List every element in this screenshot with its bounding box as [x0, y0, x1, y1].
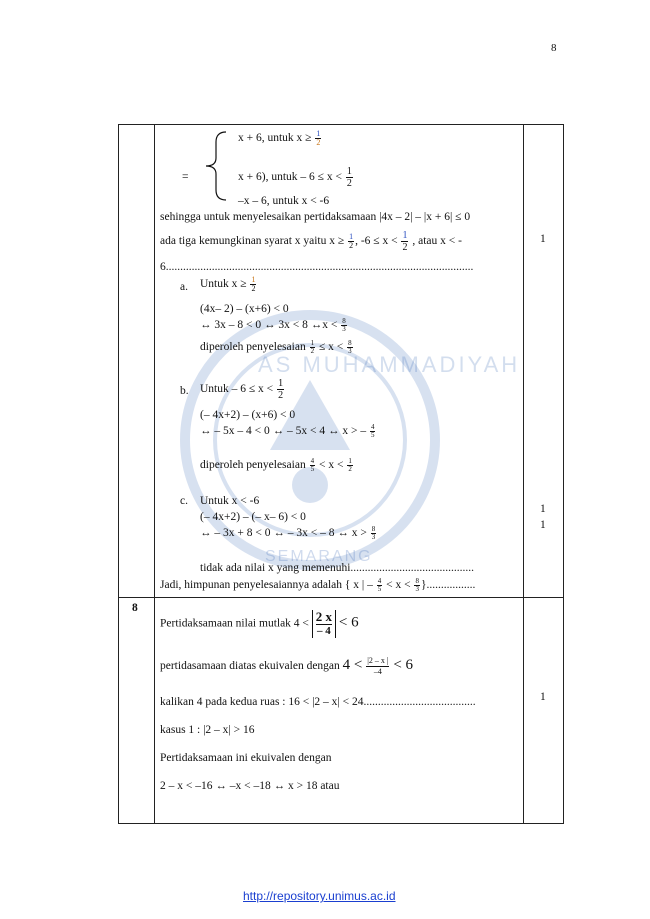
table-col-divider-2 [523, 124, 524, 824]
row2-line-3: kalikan 4 pada kedua ruas : 16 < |2 – x|… [160, 696, 476, 708]
table-border-top [118, 124, 564, 125]
piecewise-case-3: –x – 6, untuk x < -6 [238, 195, 330, 207]
watermark-top-text: AS MUHAMMADIYAH [258, 352, 521, 377]
table-border-left [118, 124, 119, 824]
condition-line: ada tiga kemungkinan syarat x yaitu x ≥ … [160, 230, 462, 253]
case-a-line-1: (4x– 2) – (x+6) < 0 [200, 303, 289, 315]
row2-line-6: 2 – x < –16 ↔ –x < –18 ↔ x > 18 atau [160, 780, 340, 792]
equals-sign: = [182, 171, 189, 183]
case-c-marker: c. [180, 495, 188, 507]
left-brace-icon [205, 131, 227, 201]
score-1: 1 [540, 233, 546, 245]
score-3: 1 [540, 519, 546, 531]
condition-line-cont: 6.......................................… [160, 261, 474, 273]
repository-link[interactable]: http://repository.unimus.ac.id [243, 889, 396, 903]
case-a-marker: a. [180, 281, 188, 293]
row2-line-4: kasus 1 : |2 – x| > 16 [160, 724, 255, 736]
question-number: 8 [132, 602, 138, 614]
conclusion-line: Jadi, himpunan penyelesaiannya adalah { … [160, 577, 476, 593]
page-number: 8 [551, 42, 557, 54]
case-b-marker: b. [180, 385, 189, 397]
case-b-line-1: (– 4x+2) – (x+6) < 0 [200, 409, 296, 421]
row2-line-5: Pertidaksamaan ini ekuivalen dengan [160, 752, 332, 764]
watermark-bottom-text: SEMARANG [265, 548, 373, 565]
table-col-divider-1 [154, 124, 155, 824]
case-c-line-1: (– 4x+2) – (– x– 6) < 0 [200, 511, 306, 523]
table-row-divider [118, 597, 564, 598]
intro-line: sehingga untuk menyelesaikan pertidaksam… [160, 211, 471, 223]
row2-line-2: pertidasamaan diatas ekuivalen dengan 4 … [160, 656, 414, 676]
case-c-no-solution: tidak ada nilai x yang memenuhi.........… [200, 562, 475, 574]
case-c-title: Untuk x < -6 [200, 495, 260, 507]
table-border-right [563, 124, 564, 824]
university-logo-watermark [180, 310, 440, 570]
row2-line-1: Pertidaksamaan nilai mutlak 4 < 2 x – 4 … [160, 609, 359, 638]
score-2: 1 [540, 503, 546, 515]
score-4: 1 [540, 691, 546, 703]
table-border-bottom [118, 823, 564, 824]
